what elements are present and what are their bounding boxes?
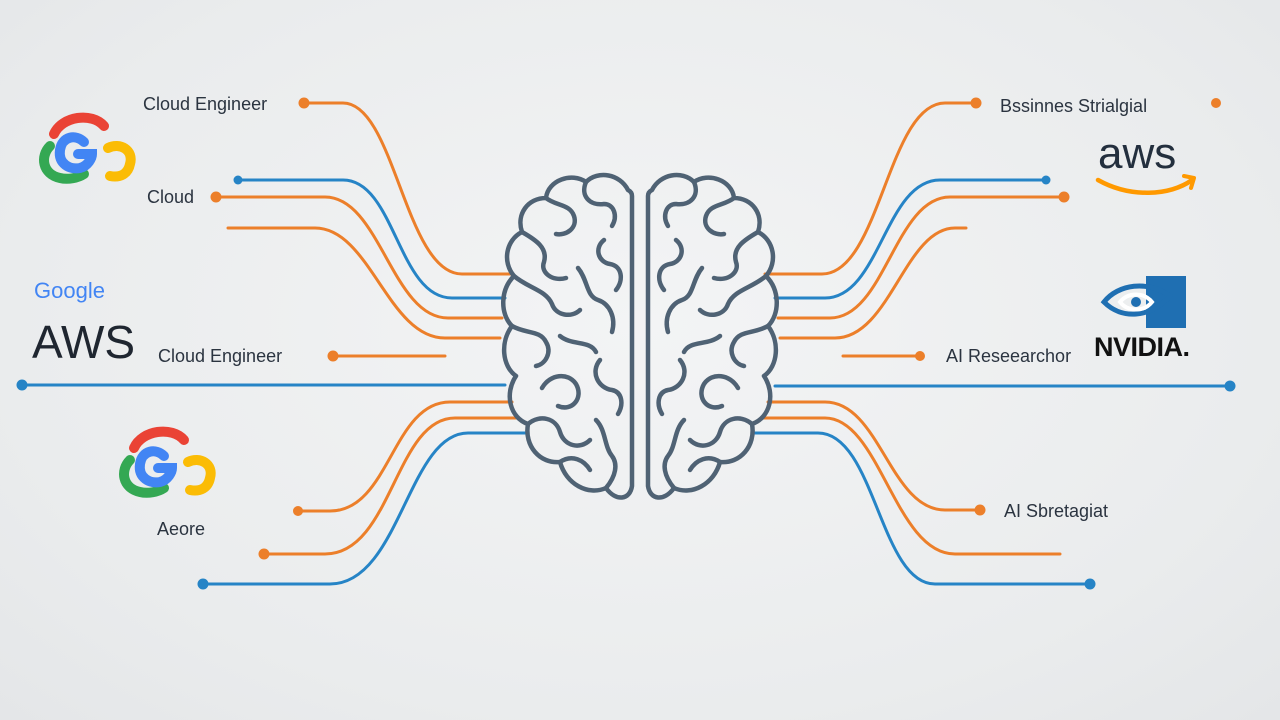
nvidia-eye-pupil — [1131, 297, 1141, 307]
brain-fold — [729, 323, 771, 369]
nvidia-eye-icon — [1100, 283, 1174, 317]
aws-smile-icon — [1095, 177, 1195, 195]
google-logo-text: Google — [34, 278, 105, 303]
brain-fold — [582, 179, 617, 229]
line-left-orange-4 — [262, 416, 520, 556]
line-right-orange-3 — [778, 226, 968, 340]
line-right-blue-2 — [750, 431, 1092, 586]
brain-fold — [525, 416, 593, 448]
line-left-orange-2 — [226, 226, 502, 340]
google-letters: Google — [34, 278, 105, 303]
dot — [16, 379, 28, 391]
nvidia-logo: NVIDIA. — [1094, 276, 1190, 362]
brain-fold — [702, 195, 737, 237]
brain-fold — [663, 179, 698, 229]
brain-fold — [509, 323, 551, 369]
google-cloud-yellow-arc — [183, 455, 216, 496]
label-ai-strategist: AI Sbretagiat — [1004, 501, 1108, 521]
brain-fold — [557, 333, 599, 355]
google-cloud-red-arc — [129, 426, 189, 453]
dot — [915, 351, 925, 361]
line-left-orange-3 — [296, 400, 514, 513]
brain-fold — [697, 273, 769, 318]
dot — [1224, 380, 1236, 392]
dot — [210, 191, 222, 203]
brain-fold — [711, 229, 761, 282]
line-left-blue-1 — [236, 178, 507, 300]
endpoint-dots — [16, 97, 1236, 590]
google-cloud-blue-g — [54, 132, 98, 174]
line-right-orange-2 — [776, 195, 1066, 320]
brain-fold — [687, 456, 723, 473]
brain-fold — [593, 357, 624, 417]
dot — [1211, 98, 1221, 108]
dot — [970, 97, 982, 109]
google-cloud-yellow-arc — [103, 141, 136, 182]
brain-fold — [543, 195, 578, 237]
brain-fold — [687, 416, 755, 448]
aws-logo-right: aws — [1095, 129, 1196, 195]
label-cloud: Cloud — [147, 187, 194, 207]
google-cloud-green-arc — [119, 455, 169, 498]
nvidia-eye-inner — [1117, 292, 1155, 312]
dot — [974, 504, 986, 516]
brain-fold — [596, 237, 624, 293]
aws-wordmark: aws — [1098, 129, 1176, 178]
line-right-ai-strategist — [766, 400, 982, 512]
dot — [233, 175, 243, 185]
label-ai-researcher: AI Reseearchor — [946, 346, 1071, 366]
google-cloud-icon — [119, 426, 216, 498]
dot — [327, 350, 339, 362]
label-cloud-engineer-mid: Cloud Engineer — [158, 346, 282, 366]
dot — [293, 506, 303, 516]
connection-lines — [20, 101, 1232, 586]
label-aeore: Aeore — [157, 519, 205, 539]
brain-fold — [699, 374, 741, 410]
brain-fold — [662, 417, 687, 491]
line-left-cloud-engineer — [302, 101, 514, 276]
brain-icon — [501, 172, 779, 500]
brain-fold — [664, 265, 705, 335]
dot — [298, 97, 310, 109]
brain-fold — [656, 357, 687, 417]
brain-fold — [593, 417, 618, 491]
label-business-strategist: Bssinnes Strialgial — [1000, 96, 1147, 116]
aws-logo-left: AWS — [32, 316, 135, 368]
brain-fold — [557, 456, 593, 473]
line-right-business — [763, 101, 978, 276]
dot — [1084, 578, 1096, 590]
google-cloud-blue-g — [134, 446, 178, 488]
line-left-cloud — [214, 195, 504, 320]
line-left-blue-2 — [201, 431, 530, 586]
dot — [258, 548, 270, 560]
label-cloud-engineer-top: Cloud Engineer — [143, 94, 267, 114]
aws-arrow-head — [1182, 174, 1196, 190]
dot — [197, 578, 209, 590]
brain-fold — [656, 237, 684, 293]
brain-fold — [575, 265, 616, 335]
brain-fold — [519, 229, 569, 282]
line-right-orange-5 — [760, 416, 1062, 556]
dot — [1041, 175, 1051, 185]
google-cloud-red-arc — [49, 112, 109, 139]
brain-fold — [681, 333, 723, 355]
dot — [1058, 191, 1070, 203]
google-cloud-icon — [39, 112, 136, 184]
nvidia-wordmark: NVIDIA. — [1094, 332, 1190, 362]
brain-fold — [511, 273, 583, 318]
brain-fold — [539, 374, 581, 410]
google-cloud-green-arc — [39, 141, 89, 184]
line-right-blue-1 — [773, 178, 1048, 300]
